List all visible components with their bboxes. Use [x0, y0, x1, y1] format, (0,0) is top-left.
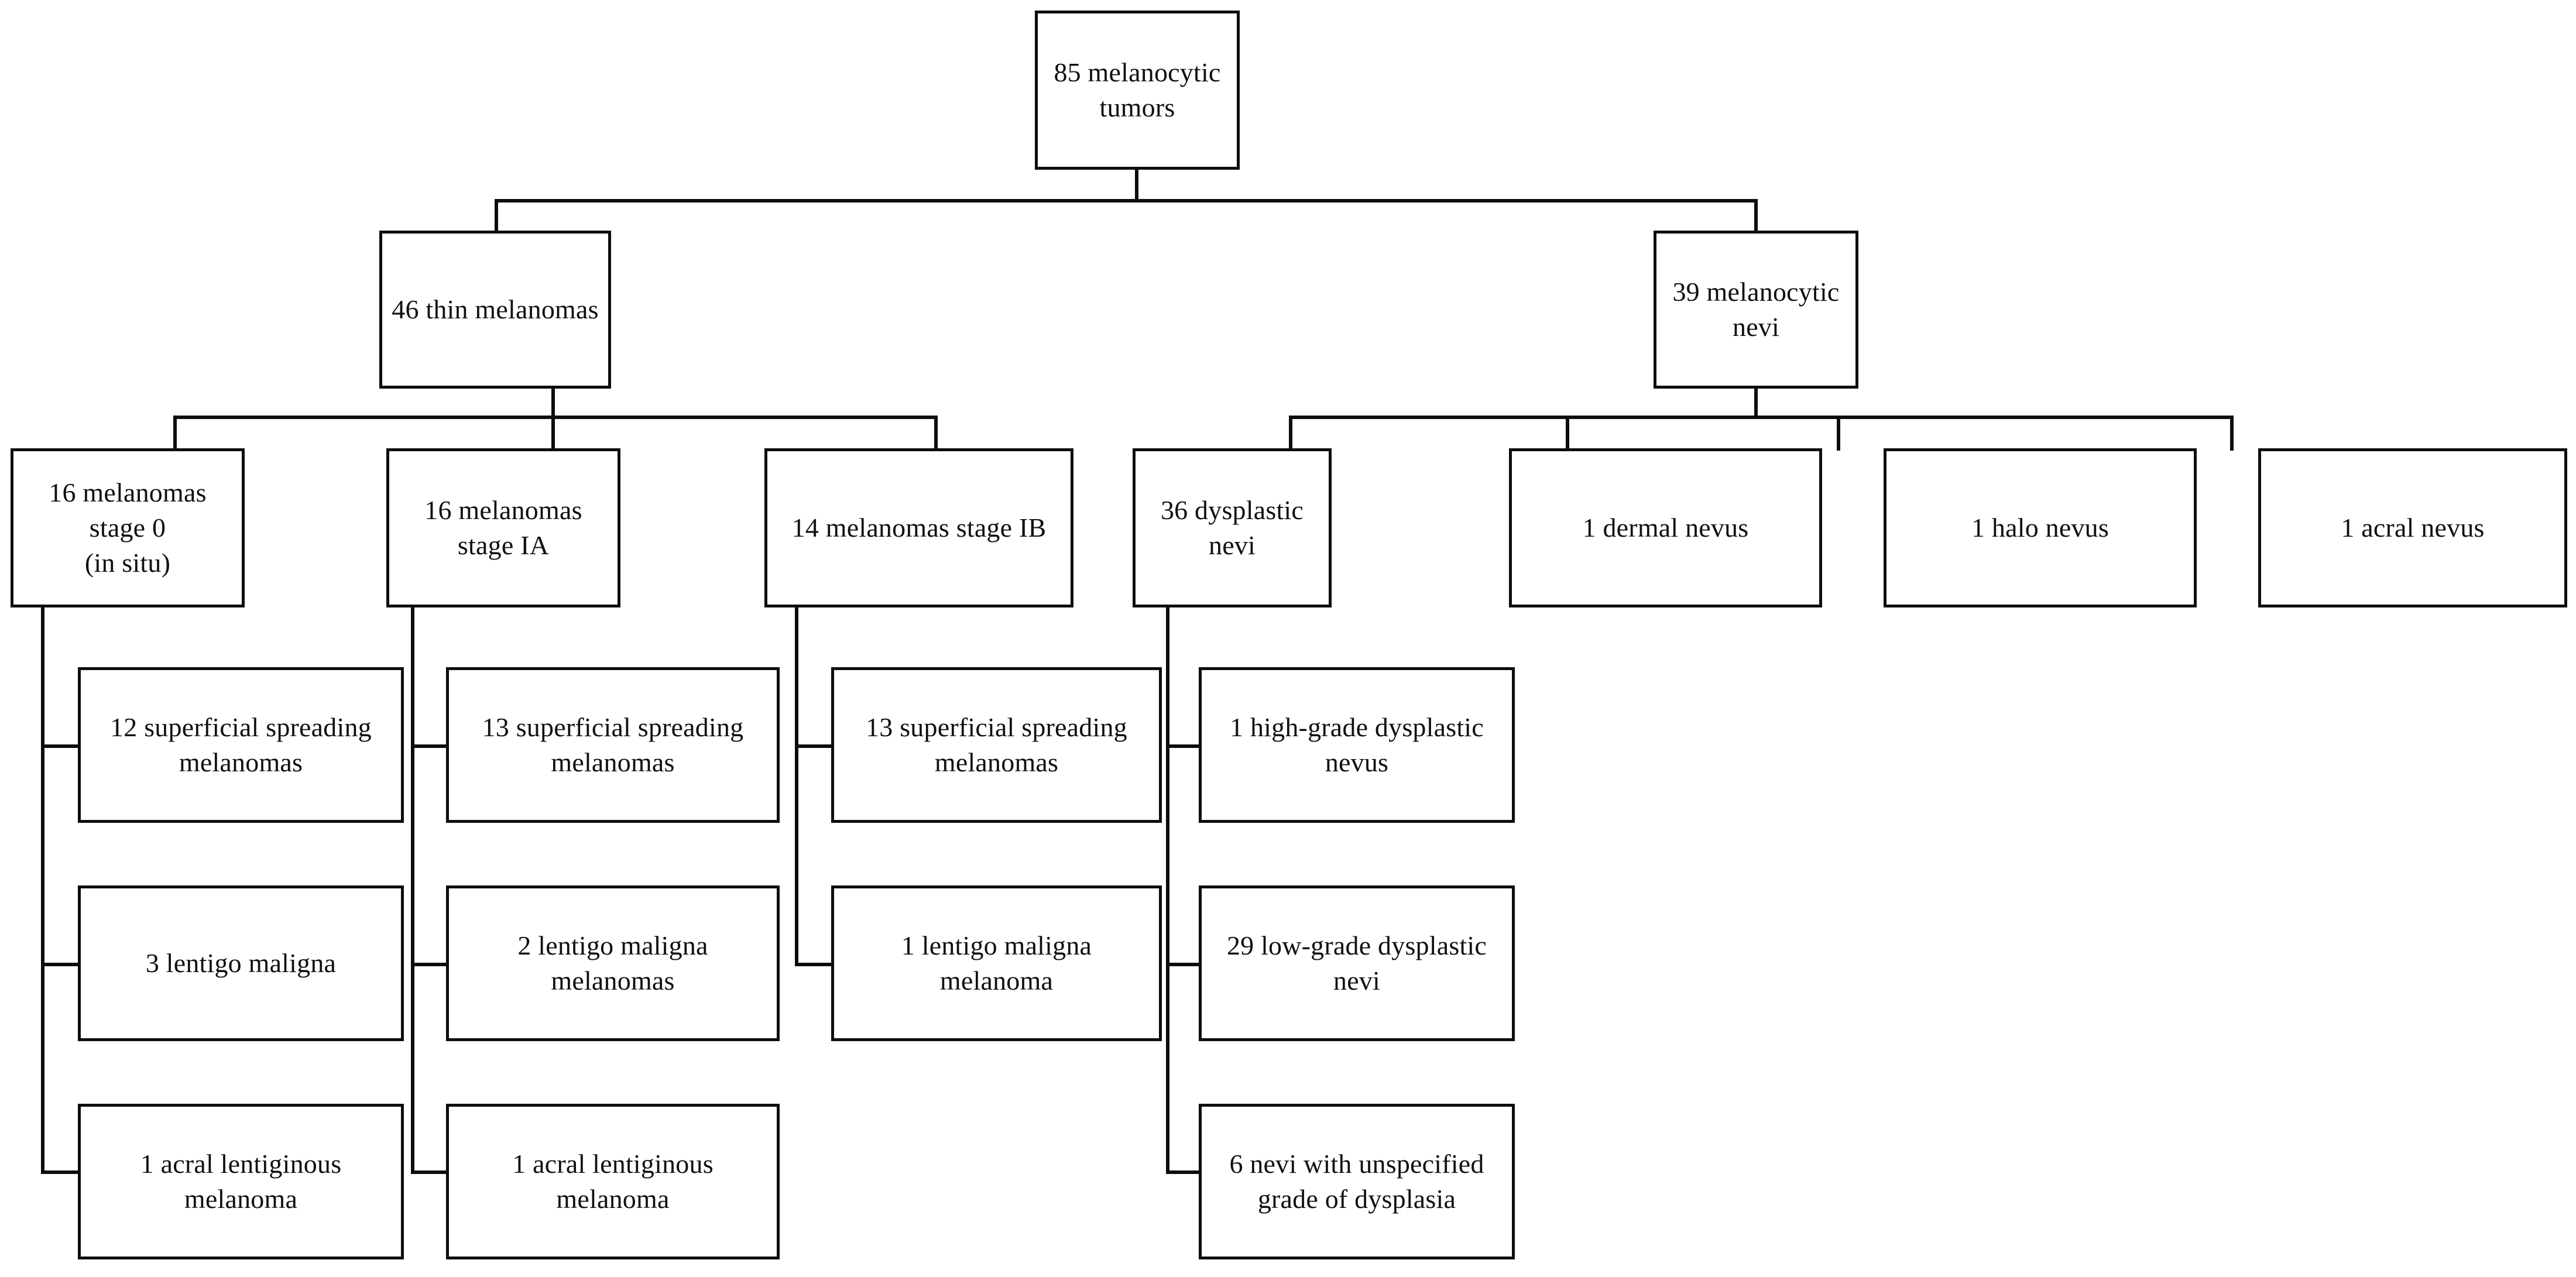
node-thin-melanomas[interactable]: 46 thin melanomas — [379, 231, 611, 389]
edge-stage0-to-ssm — [41, 744, 81, 748]
node-dermal-nevus[interactable]: 1 dermal nevus — [1509, 448, 1822, 607]
node-lmm-ib[interactable]: 1 lentigo maligna melanoma — [831, 885, 1162, 1041]
node-stage-ib-label: 14 melanomas stage IB — [791, 513, 1047, 543]
edge-to-stage-ib — [934, 416, 938, 451]
node-stage-ia-label: 16 melanomas stage IA — [424, 495, 582, 560]
node-root[interactable]: 85 melanocytic tumors — [1035, 11, 1240, 170]
edge-to-stage-ia — [551, 416, 555, 451]
node-alm-ia-label: 1 acral lentiginous melanoma — [512, 1149, 714, 1214]
edge-dysplastic-to-unspecified — [1166, 1170, 1201, 1174]
edge-to-halo-nevus — [1837, 416, 1840, 451]
node-acral-nevus-label: 1 acral nevus — [2341, 513, 2485, 543]
node-halo-nevus-label: 1 halo nevus — [1971, 513, 2109, 543]
node-low-grade-label: 29 low-grade dysplastic nevi — [1226, 931, 1487, 995]
node-ssm-ia[interactable]: 13 superficial spreading melanomas — [446, 667, 780, 823]
edge-stage-ib-to-ssm — [795, 744, 833, 748]
node-stage-ia[interactable]: 16 melanomas stage IA — [386, 448, 620, 607]
node-stage0-label: 16 melanomas stage 0 (in situ) — [49, 478, 207, 578]
node-root-label: 85 melanocytic tumors — [1054, 57, 1221, 122]
node-ssm-stage0-label: 12 superficial spreading melanomas — [110, 712, 372, 777]
edge-level2-right-bar — [1289, 416, 2234, 419]
node-ssm-ib-label: 13 superficial spreading melanomas — [866, 712, 1127, 777]
node-halo-nevus[interactable]: 1 halo nevus — [1884, 448, 2197, 607]
edge-dysplastic-spine — [1166, 606, 1169, 1173]
edge-stage0-to-alm — [41, 1170, 81, 1174]
edge-dysplastic-to-low-grade — [1166, 963, 1201, 966]
node-lmm-ia[interactable]: 2 lentigo maligna melanomas — [446, 885, 780, 1041]
edge-to-dysplastic-nevi — [1289, 416, 1292, 451]
node-melanocytic-nevi[interactable]: 39 melanocytic nevi — [1654, 231, 1858, 389]
node-dermal-nevus-label: 1 dermal nevus — [1582, 513, 1749, 543]
edge-level2-left-bar — [173, 416, 938, 419]
edge-to-dermal-nevus — [1566, 416, 1569, 451]
edge-root-stem — [1135, 167, 1138, 202]
node-low-grade[interactable]: 29 low-grade dysplastic nevi — [1199, 885, 1515, 1041]
edge-to-thin-melanomas — [495, 199, 498, 233]
node-unspecified-grade[interactable]: 6 nevi with unspecified grade of dysplas… — [1199, 1104, 1515, 1259]
node-stage0[interactable]: 16 melanomas stage 0 (in situ) — [11, 448, 245, 607]
node-thin-melanomas-label: 46 thin melanomas — [392, 294, 599, 325]
edge-dysplastic-to-high-grade — [1166, 744, 1201, 748]
edge-to-stage0 — [173, 416, 177, 451]
node-melanocytic-nevi-label: 39 melanocytic nevi — [1672, 277, 1840, 342]
node-dysplastic-nevi-label: 36 dysplastic nevi — [1160, 495, 1304, 560]
node-stage-ib[interactable]: 14 melanomas stage IB — [764, 448, 1073, 607]
node-ssm-ia-label: 13 superficial spreading melanomas — [482, 712, 744, 777]
edge-stage-ia-to-lmm — [411, 963, 448, 966]
node-alm-stage0-label: 1 acral lentiginous melanoma — [140, 1149, 342, 1214]
node-ssm-ib[interactable]: 13 superficial spreading melanomas — [831, 667, 1162, 823]
node-alm-ia[interactable]: 1 acral lentiginous melanoma — [446, 1104, 780, 1259]
edge-stage0-to-lm — [41, 963, 81, 966]
node-dysplastic-nevi[interactable]: 36 dysplastic nevi — [1133, 448, 1332, 607]
edge-to-melanocytic-nevi — [1754, 199, 1758, 233]
node-high-grade-label: 1 high-grade dysplastic nevus — [1230, 712, 1484, 777]
edge-stage-ib-to-lmm — [795, 963, 833, 966]
node-alm-stage0[interactable]: 1 acral lentiginous melanoma — [78, 1104, 404, 1259]
node-lm-stage0[interactable]: 3 lentigo maligna — [78, 885, 404, 1041]
edge-stage-ia-to-alm — [411, 1170, 448, 1174]
node-unspecified-grade-label: 6 nevi with unspecified grade of dysplas… — [1229, 1149, 1484, 1214]
node-high-grade[interactable]: 1 high-grade dysplastic nevus — [1199, 667, 1515, 823]
edge-thin-melanomas-stem — [551, 385, 555, 419]
node-lm-stage0-label: 3 lentigo maligna — [145, 948, 337, 979]
node-lmm-ia-label: 2 lentigo maligna melanomas — [517, 931, 708, 995]
edge-melanocytic-nevi-stem — [1754, 385, 1758, 419]
node-ssm-stage0[interactable]: 12 superficial spreading melanomas — [78, 667, 404, 823]
edge-stage-ib-spine — [795, 606, 798, 964]
edge-stage0-spine — [41, 606, 44, 1173]
node-lmm-ib-label: 1 lentigo maligna melanoma — [901, 931, 1092, 995]
edge-stage-ia-spine — [411, 606, 414, 1173]
node-acral-nevus[interactable]: 1 acral nevus — [2258, 448, 2567, 607]
edge-stage-ia-to-ssm — [411, 744, 448, 748]
edge-to-acral-nevus — [2230, 416, 2234, 451]
edge-level1-bar — [495, 199, 1758, 202]
